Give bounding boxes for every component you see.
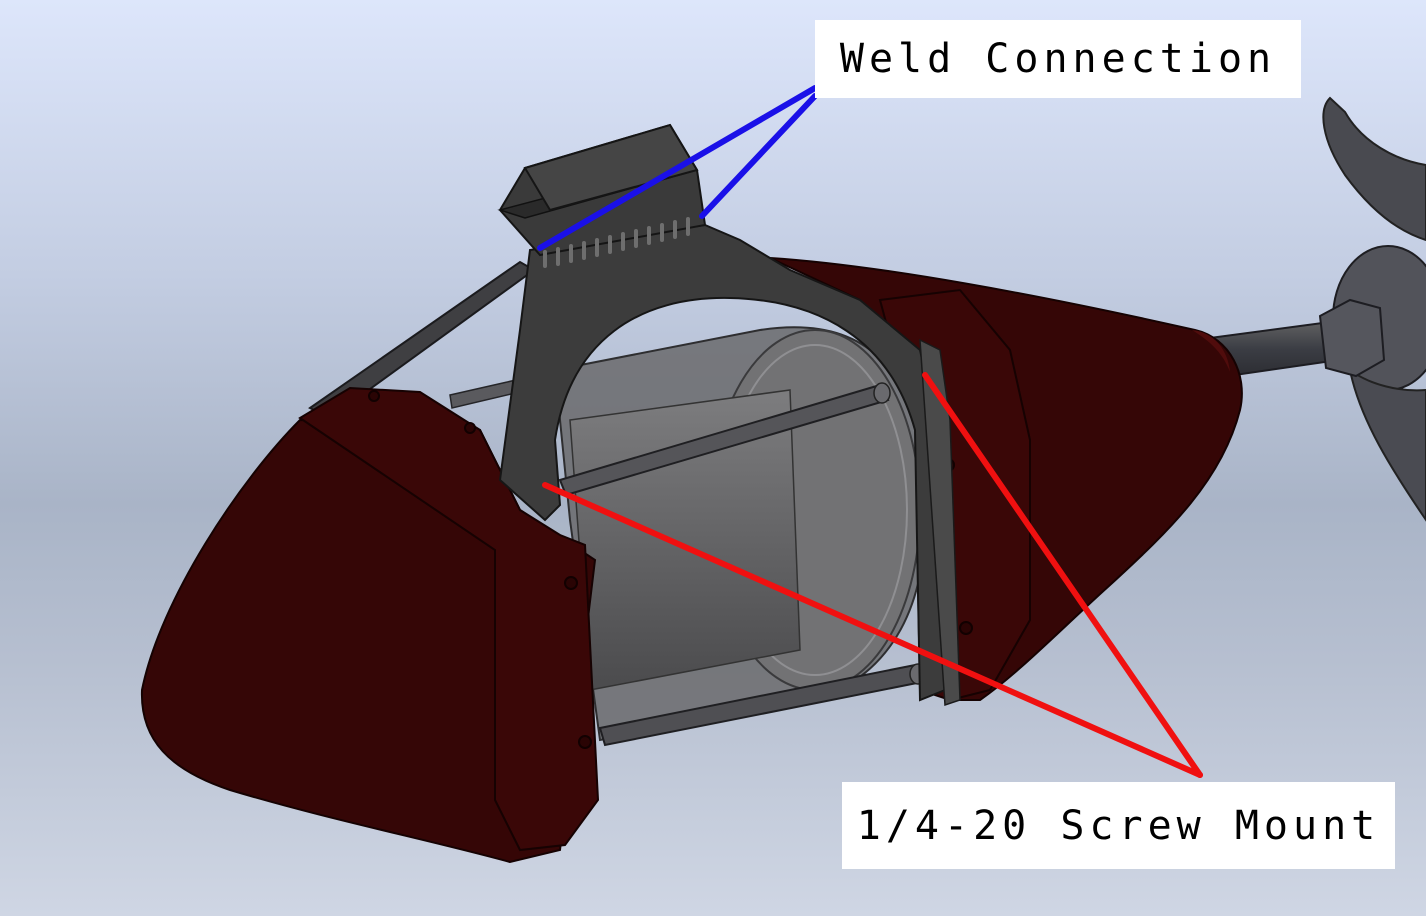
weld-bead: [543, 217, 690, 268]
tie-rods: [558, 382, 927, 747]
screw-leader-lines: [542, 372, 1203, 778]
screw-mount-label: 1/4-20 Screw Mount: [842, 782, 1395, 869]
mounting-bracket: [498, 223, 961, 707]
front-end-plate: [298, 386, 600, 852]
drive-shaft: [1193, 298, 1386, 382]
weld-leader-lines: [537, 85, 818, 251]
weld-connection-label: Weld Connection: [815, 20, 1301, 98]
weld-block: [497, 123, 707, 268]
